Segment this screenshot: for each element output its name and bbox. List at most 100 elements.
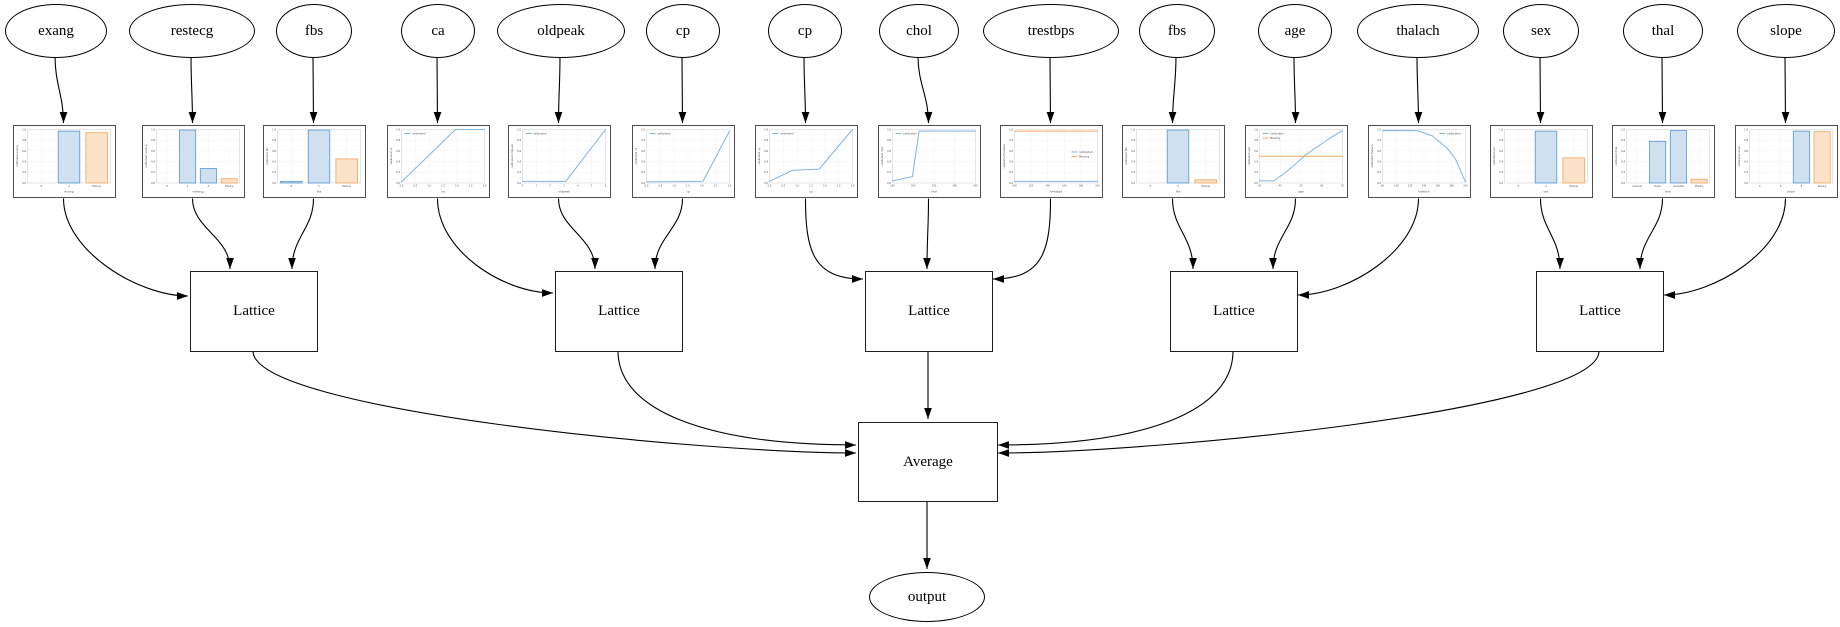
svg-text:0.2: 0.2 <box>22 170 26 174</box>
feature-label: fbs <box>1167 22 1187 39</box>
svg-text:Missing: Missing <box>1079 155 1089 159</box>
feature-label: ca <box>431 22 445 39</box>
output-label: output <box>907 588 947 605</box>
svg-text:0.0: 0.0 <box>1009 181 1013 185</box>
svg-text:0.0: 0.0 <box>400 185 404 188</box>
svg-text:3: 3 <box>563 185 565 188</box>
svg-text:500: 500 <box>973 185 978 188</box>
feature-node-8-chol: chol <box>879 4 959 58</box>
edge-l5-avg <box>997 350 1600 457</box>
svg-text:0.0: 0.0 <box>22 181 26 185</box>
svg-text:0.4: 0.4 <box>1621 160 1625 164</box>
svg-text:0.0: 0.0 <box>641 181 645 185</box>
svg-text:0.0: 0.0 <box>151 181 155 185</box>
svg-text:trestbps: trestbps <box>1050 190 1063 194</box>
svg-text:0.4: 0.4 <box>1499 160 1503 164</box>
svg-text:0.5: 0.5 <box>414 185 418 188</box>
svg-text:5: 5 <box>591 185 593 188</box>
edge-f10-c10 <box>1168 55 1177 124</box>
feature-node-15-slope: slope <box>1737 4 1835 58</box>
edge-f11-c11 <box>1291 55 1300 124</box>
svg-text:0.0: 0.0 <box>764 181 768 185</box>
svg-text:0.6: 0.6 <box>1131 149 1135 153</box>
svg-text:0.4: 0.4 <box>764 160 768 164</box>
svg-text:0.4: 0.4 <box>887 160 891 164</box>
svg-text:0.2: 0.2 <box>764 170 768 174</box>
svg-text:0.2: 0.2 <box>396 170 400 174</box>
svg-text:0.0: 0.0 <box>1744 181 1748 185</box>
edge-c5-l2 <box>557 198 599 270</box>
svg-text:cp: cp <box>809 190 813 194</box>
svg-text:0.8: 0.8 <box>1499 138 1503 142</box>
svg-text:0.2: 0.2 <box>1254 170 1258 174</box>
svg-text:140: 140 <box>1422 185 1427 188</box>
svg-text:calibrated: calibrated <box>1270 132 1284 136</box>
svg-text:0: 0 <box>290 184 292 188</box>
svg-text:0: 0 <box>40 184 42 188</box>
svg-text:0.0: 0.0 <box>1377 181 1381 185</box>
feature-node-14-thal: thal <box>1623 4 1703 58</box>
edge-c1-l1 <box>62 198 189 300</box>
feature-node-4-ca: ca <box>401 4 475 58</box>
feature-label: fbs <box>304 22 324 39</box>
svg-text:age: age <box>1298 190 1304 194</box>
svg-text:Missing: Missing <box>1569 185 1578 188</box>
svg-text:0: 0 <box>166 184 168 188</box>
svg-text:Missing: Missing <box>1201 185 1210 188</box>
lattice-node-5: Lattice <box>1536 271 1664 352</box>
feature-label: oldpeak <box>537 22 585 39</box>
lattice-label: Lattice <box>1213 303 1255 319</box>
lattice-label: Lattice <box>233 303 275 319</box>
svg-text:3.0: 3.0 <box>851 185 855 188</box>
svg-text:4: 4 <box>577 185 579 188</box>
edge-c15-l5 <box>1663 198 1787 299</box>
svg-text:calibrated fbs: calibrated fbs <box>265 147 269 165</box>
svg-text:2.0: 2.0 <box>700 185 704 188</box>
edge-f5-c5 <box>554 55 563 124</box>
svg-text:1: 1 <box>536 185 538 188</box>
svg-text:reversible: reversible <box>1673 185 1685 188</box>
svg-text:1.0: 1.0 <box>764 127 768 131</box>
svg-text:calibrated exang: calibrated exang <box>15 145 19 167</box>
lattice-label: Lattice <box>908 303 950 319</box>
feature-node-12-thalach: thalach <box>1357 4 1479 58</box>
svg-text:0.0: 0.0 <box>1621 181 1625 185</box>
svg-text:thal: thal <box>1665 190 1671 194</box>
svg-text:0.8: 0.8 <box>641 138 645 142</box>
svg-text:0.6: 0.6 <box>641 149 645 153</box>
svg-text:cp: cp <box>686 190 690 194</box>
svg-text:1.0: 1.0 <box>1621 127 1625 131</box>
svg-text:120: 120 <box>1408 185 1413 188</box>
svg-text:1: 1 <box>1545 184 1547 188</box>
svg-text:calibrated: calibrated <box>657 132 671 136</box>
svg-text:200: 200 <box>1095 185 1100 188</box>
svg-text:120: 120 <box>1029 185 1034 188</box>
edge-c7-l3 <box>804 198 864 283</box>
svg-text:0.8: 0.8 <box>1131 138 1135 142</box>
svg-text:0.0: 0.0 <box>1499 181 1503 185</box>
svg-text:calibrated chol: calibrated chol <box>880 146 884 165</box>
svg-text:0.6: 0.6 <box>1621 149 1625 153</box>
svg-text:0.2: 0.2 <box>1009 170 1013 174</box>
svg-text:1.0: 1.0 <box>1499 127 1503 131</box>
svg-text:1: 1 <box>187 184 189 188</box>
edge-c2-l1 <box>191 198 234 270</box>
svg-text:calibrated: calibrated <box>1079 150 1093 154</box>
svg-text:fixed: fixed <box>1654 184 1661 188</box>
svg-text:0.2: 0.2 <box>1377 170 1381 174</box>
svg-text:200: 200 <box>1463 185 1468 188</box>
svg-text:0.5: 0.5 <box>659 185 663 188</box>
lattice-node-4: Lattice <box>1170 271 1298 352</box>
svg-text:1.0: 1.0 <box>795 185 799 188</box>
feature-node-13-sex: sex <box>1503 4 1579 58</box>
svg-text:sex: sex <box>1543 190 1548 194</box>
svg-text:1.0: 1.0 <box>672 185 676 188</box>
svg-text:0.4: 0.4 <box>1131 160 1135 164</box>
svg-text:Missing: Missing <box>1818 185 1827 188</box>
